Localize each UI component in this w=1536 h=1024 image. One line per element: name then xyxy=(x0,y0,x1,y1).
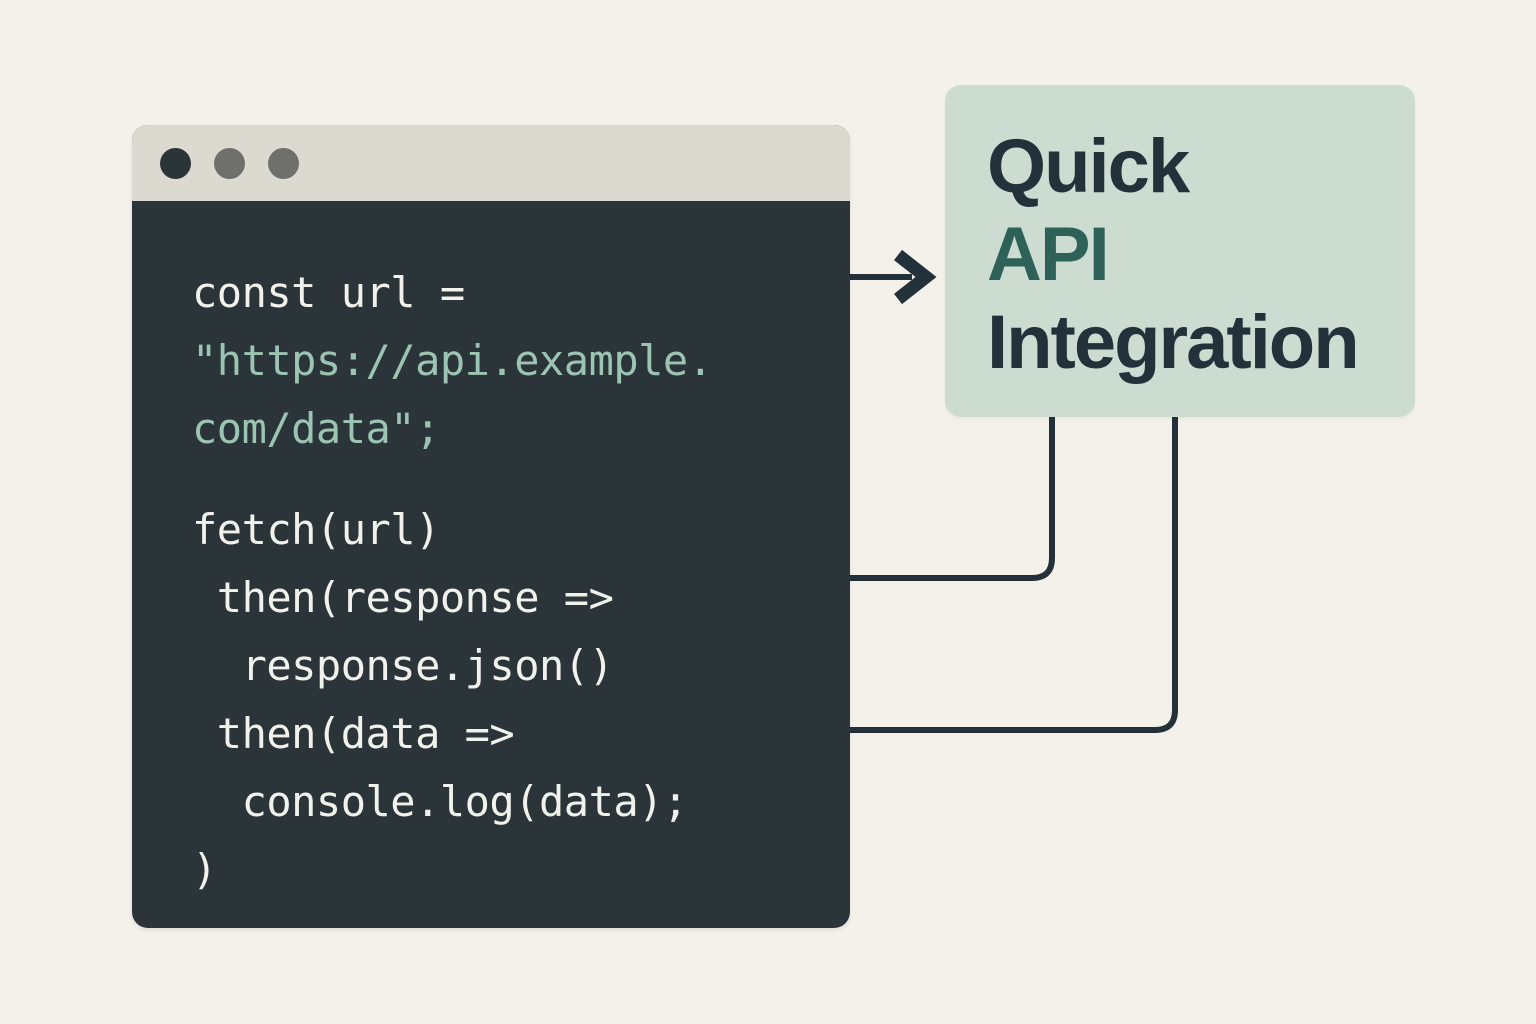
callout-line-2: API xyxy=(987,212,1110,297)
callout-card: Quick API Integration xyxy=(945,85,1415,417)
arrow-connector-top xyxy=(850,249,937,305)
code-line: response.json() xyxy=(192,641,614,690)
code-editor-body[interactable]: const url = "https://api.example. com/da… xyxy=(132,201,850,928)
code-line: com/data"; xyxy=(192,404,440,453)
minimize-dot-icon[interactable] xyxy=(214,147,245,179)
callout-line-3: Integration xyxy=(987,300,1360,385)
code-line: console.log(data); xyxy=(192,777,689,826)
callout-line-1: Quick xyxy=(987,124,1190,209)
close-dot-icon[interactable] xyxy=(160,147,191,179)
arrow-head-icon xyxy=(893,249,937,305)
code-line: ) xyxy=(192,845,217,894)
code-line: then(data => xyxy=(192,709,515,758)
elbow-connector-middle xyxy=(850,417,1055,581)
code-line: then(response => xyxy=(192,573,614,622)
code-line: const url = xyxy=(192,268,465,317)
code-line: "https://api.example. xyxy=(192,336,713,385)
elbow-connector-bottom xyxy=(850,417,1178,733)
window-titlebar xyxy=(132,125,850,201)
code-line: fetch(url) xyxy=(192,505,440,554)
maximize-dot-icon[interactable] xyxy=(268,147,299,179)
code-line-blank xyxy=(192,463,850,496)
code-window: const url = "https://api.example. com/da… xyxy=(132,125,850,928)
